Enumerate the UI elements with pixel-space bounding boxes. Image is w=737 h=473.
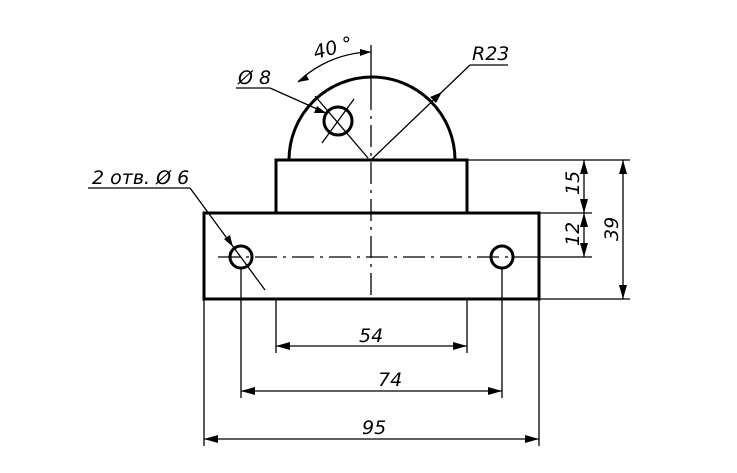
arrow-95-left [204, 435, 218, 443]
center-lines [218, 88, 525, 300]
radius-dimension: R23 [370, 43, 509, 161]
dim-label-39: 39 [601, 217, 623, 241]
dim-label-95: 95 [362, 417, 386, 439]
arrow-12-top [580, 213, 588, 227]
hole-top-8 [322, 105, 354, 137]
arrow-74-left [241, 387, 255, 395]
dim-label-12: 12 [562, 222, 584, 246]
arrow-12-bottom [580, 243, 588, 257]
radius-leader [370, 64, 471, 161]
dim-label-54: 54 [359, 325, 383, 347]
dim-label-74: 74 [378, 369, 402, 391]
arrow-54-right [453, 342, 467, 350]
hole-top-arrow [314, 106, 326, 113]
arrow-39-top [619, 160, 627, 174]
vertical-dimensions: 15 12 39 [467, 159, 630, 300]
holes-side-leader: 2 отв. Ø 6 [88, 167, 266, 291]
hole-top-leader: Ø 8 [236, 67, 327, 114]
angle-label: 40 ° [311, 32, 355, 64]
top-hole-centerline [314, 95, 369, 159]
horizontal-dimensions: 54 74 95 [203, 268, 540, 446]
holes-side-arrow [224, 235, 233, 247]
arrow-95-right [525, 435, 539, 443]
radius-arrow [430, 92, 442, 103]
dim-label-15: 15 [562, 171, 584, 195]
top-hole-cross [321, 98, 355, 144]
angle-arrow-left [298, 74, 309, 82]
hole-top-label: Ø 8 [237, 67, 271, 89]
arrow-15-top [580, 160, 588, 174]
holes-side-label: 2 отв. Ø 6 [92, 167, 189, 189]
arrow-74-right [488, 387, 502, 395]
angle-dimension: 40 ° [297, 32, 372, 88]
radius-label: R23 [472, 43, 509, 65]
arrow-39-bottom [619, 285, 627, 299]
arrow-15-bottom [580, 199, 588, 213]
angle-arrow-right [360, 49, 371, 56]
arrow-54-left [276, 342, 290, 350]
half-circle-top [287, 75, 457, 161]
